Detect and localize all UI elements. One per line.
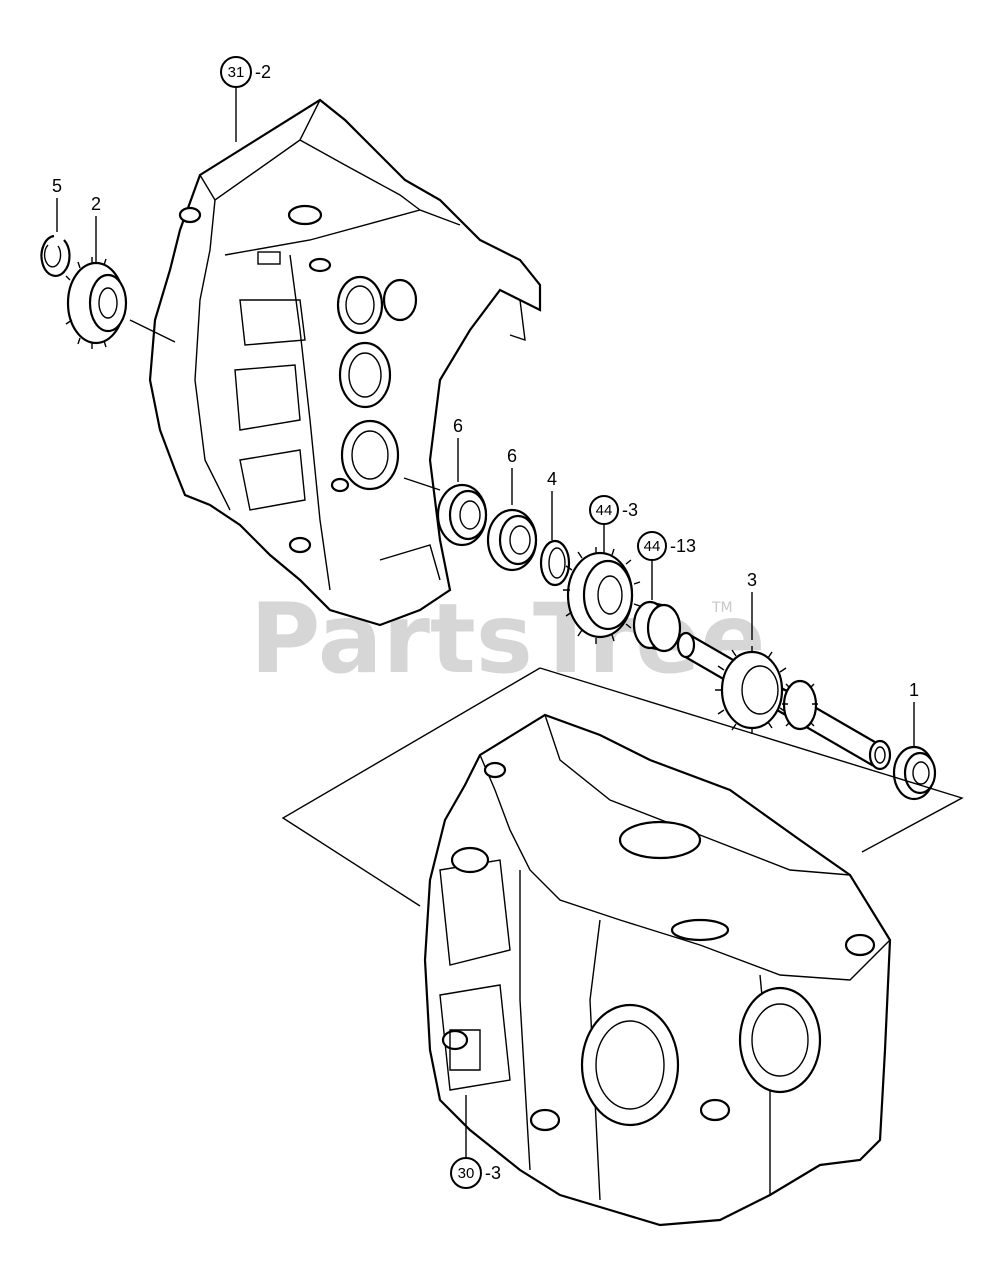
collar[interactable]: 4 — [539, 469, 571, 587]
watermark-trademark: TM — [711, 600, 733, 616]
callout-44a-number: 44 — [596, 502, 613, 519]
needle-bearing-44-13[interactable]: 44 -13 — [632, 531, 696, 653]
callout-44a-suffix: -3 — [622, 500, 638, 520]
gear-44-3[interactable]: 44 -3 — [563, 495, 641, 644]
drive-shaft[interactable]: 3 — [676, 570, 892, 771]
lower-housing[interactable] — [423, 713, 892, 1227]
axis-line-upper — [403, 477, 441, 491]
callout-44b-number: 44 — [644, 538, 661, 555]
label-2: 2 — [91, 194, 101, 214]
end-bearing[interactable]: 1 — [892, 680, 937, 801]
callout-30-number: 30 — [458, 1165, 475, 1182]
callout-31-2[interactable]: 31 -2 — [220, 56, 271, 142]
label-6b: 6 — [507, 446, 517, 466]
snap-ring[interactable]: 5 — [40, 176, 71, 277]
label-3: 3 — [747, 570, 757, 590]
label-1: 1 — [909, 680, 919, 700]
label-5: 5 — [52, 176, 62, 196]
small-gear[interactable]: 2 — [65, 194, 176, 349]
callout-31-number: 31 — [228, 64, 245, 81]
callout-44b-suffix: -13 — [670, 536, 696, 556]
axis-line-2 — [129, 319, 176, 343]
label-4: 4 — [547, 469, 557, 489]
assembly-outline — [281, 477, 964, 907]
bearing-6a[interactable]: 6 — [436, 416, 488, 547]
bearing-6b[interactable]: 6 — [486, 446, 538, 572]
needle-bearing-edge-bottom — [649, 647, 665, 652]
label-6a: 6 — [453, 416, 463, 436]
upper-housing[interactable] — [148, 98, 542, 627]
callout-30-suffix: -3 — [485, 1163, 501, 1183]
callout-31-suffix: -2 — [255, 62, 271, 82]
needle-bearing-edge-top — [649, 601, 665, 606]
callout-30-3[interactable]: 30 -3 — [450, 1095, 501, 1189]
